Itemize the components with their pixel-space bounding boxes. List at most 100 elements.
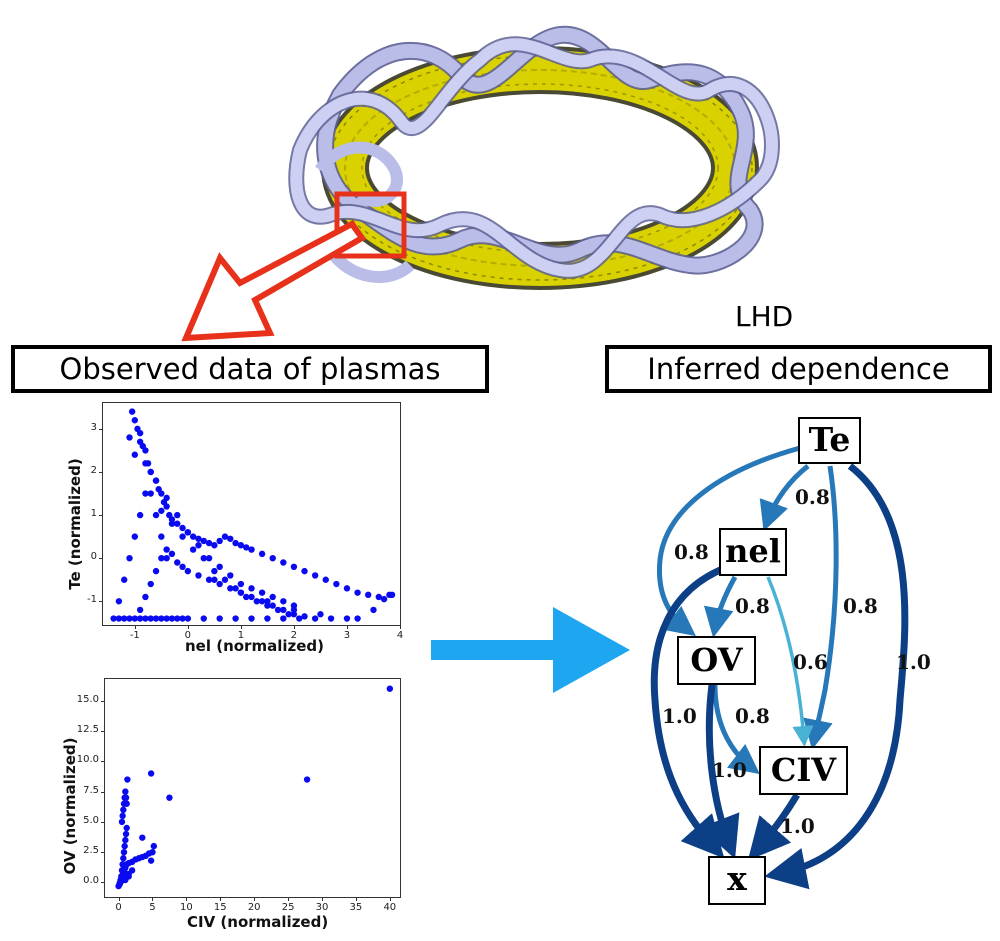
device-label: LHD xyxy=(735,300,794,333)
scatter-point xyxy=(216,563,223,571)
scatter-point xyxy=(174,511,181,519)
scatter-point xyxy=(123,800,130,807)
scatter-point xyxy=(128,408,136,415)
scatter-point xyxy=(150,842,158,850)
scatter-point xyxy=(118,878,125,885)
scatter-point xyxy=(118,818,126,826)
scatter-point xyxy=(388,591,396,599)
scatter-point xyxy=(227,585,234,592)
scatter-point xyxy=(227,535,234,542)
scatter-point xyxy=(174,559,181,566)
x-tick-label: 2 xyxy=(290,630,298,641)
scatter-point xyxy=(158,507,165,514)
y-tick-mark xyxy=(101,731,105,733)
scatter-point xyxy=(343,615,351,622)
scatter-point xyxy=(205,539,213,547)
label-te-nel: 0.8 xyxy=(795,485,830,509)
scatter-point xyxy=(248,585,255,592)
y-tick-mark xyxy=(99,558,103,560)
x-tick-mark xyxy=(400,625,401,629)
scatter-point xyxy=(200,615,207,622)
edge-nel-ov xyxy=(703,575,738,638)
x-tick-label: 40 xyxy=(383,902,397,913)
scatter-point xyxy=(290,563,298,571)
scatter-point xyxy=(158,533,165,540)
scatter-point xyxy=(142,593,149,601)
scatter-point xyxy=(317,611,324,618)
scatter-point xyxy=(303,776,311,783)
scatter-point xyxy=(122,794,130,801)
scatter-point xyxy=(179,533,186,540)
x-tick-mark xyxy=(293,625,295,629)
x-tick-label: -1 xyxy=(129,630,140,641)
plot2-canvas xyxy=(115,685,394,890)
scatter-point xyxy=(269,554,276,562)
scatter-point xyxy=(168,615,176,622)
scatter-point xyxy=(200,554,207,562)
scatter-point xyxy=(211,567,218,575)
scatter-point xyxy=(274,606,282,614)
x-tick-mark xyxy=(152,897,154,901)
scatter-point xyxy=(179,563,186,571)
plot1-canvas xyxy=(110,408,396,622)
scatter-point xyxy=(237,580,245,588)
scatter-point xyxy=(142,615,149,622)
scatter-point xyxy=(354,615,361,622)
scatter-point xyxy=(152,567,160,575)
scatter-point xyxy=(184,567,192,575)
edge-te-civ xyxy=(803,465,839,750)
edge-nel-civ xyxy=(766,576,814,747)
y-tick-mark xyxy=(101,700,105,702)
scatter-point xyxy=(120,848,128,856)
scatter-point xyxy=(120,855,127,862)
x-tick-label: 35 xyxy=(349,902,363,913)
scatter-point xyxy=(147,857,155,864)
scatter-point xyxy=(115,615,123,622)
scatter-point xyxy=(126,615,133,622)
highlight-box xyxy=(334,191,407,259)
scatter-point xyxy=(147,770,155,777)
scatter-point xyxy=(280,598,287,605)
x-tick-label: 4 xyxy=(396,630,404,641)
x-tick-mark xyxy=(134,625,136,629)
x-tick-label: 3 xyxy=(343,630,351,641)
scatter-point xyxy=(296,615,303,622)
scatter-point xyxy=(253,598,261,605)
scatter-point xyxy=(258,598,266,605)
y-tick-label: 5.0 xyxy=(83,814,99,826)
scatter-point xyxy=(168,550,176,558)
scatter-point xyxy=(200,537,207,545)
scatter-point xyxy=(221,533,229,540)
x-tick-label: 30 xyxy=(315,902,329,913)
y-tick-label: 10.0 xyxy=(76,754,99,766)
node-civ: CIV xyxy=(759,746,848,795)
scatter-point xyxy=(258,550,266,558)
scatter-point xyxy=(232,585,239,592)
scatter-point xyxy=(152,511,160,519)
label-ov-civ: 0.8 xyxy=(735,704,770,728)
scatter-point xyxy=(237,542,245,549)
scatter-point xyxy=(237,589,245,596)
y-tick-label: 7.5 xyxy=(83,784,99,796)
scatter-point xyxy=(147,580,154,588)
scatter-point xyxy=(147,615,154,622)
scatter-point xyxy=(248,546,255,553)
x-tick-mark xyxy=(322,897,323,901)
label-nel-ov: 0.8 xyxy=(735,594,770,618)
scatter-point xyxy=(163,494,170,502)
scatter-point xyxy=(242,593,250,601)
y-tick-label: 12.5 xyxy=(76,724,99,736)
edge-nel-x xyxy=(650,564,727,859)
outline-arrow-icon xyxy=(181,220,367,342)
scatter-point xyxy=(280,559,287,566)
scatter-point xyxy=(121,615,128,622)
x-tick-mark xyxy=(389,897,391,901)
scatter-point xyxy=(124,776,131,783)
x-tick-mark xyxy=(355,897,357,901)
scatter-point xyxy=(136,615,144,622)
y-tick-label: 0 xyxy=(90,551,97,563)
scatter-point xyxy=(121,576,128,583)
scatter-point xyxy=(163,503,170,510)
x-tick-label: 25 xyxy=(281,902,295,913)
scatter-point xyxy=(264,615,271,622)
